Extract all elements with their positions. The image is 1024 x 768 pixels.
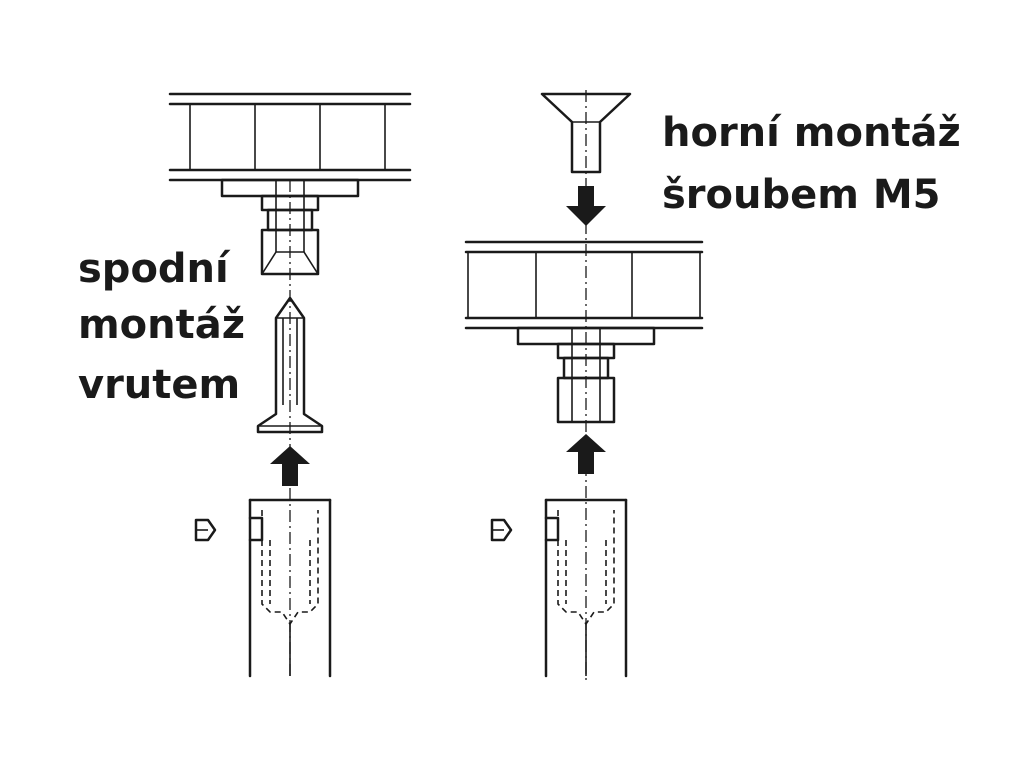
top-mount-label: horní montáž šroubem M5 — [662, 110, 961, 218]
top-mount-label-line-2: šroubem M5 — [662, 172, 941, 218]
top-mount-label-line-1: horní montáž — [662, 110, 961, 156]
right-panel-section — [464, 240, 704, 330]
bottom-mount-label-line-3: vrutem — [78, 362, 240, 408]
right-threaded-insert — [556, 356, 616, 424]
bottom-mount-label-line-1: spodní — [78, 246, 231, 292]
left-key-marker-icon — [194, 518, 217, 542]
bottom-mount-label-line-2: montáž — [78, 302, 245, 348]
right-key-marker-icon — [490, 518, 513, 542]
bottom-mount-label: spodní montáž vrutem — [78, 246, 245, 408]
left-panel-section — [168, 92, 412, 182]
